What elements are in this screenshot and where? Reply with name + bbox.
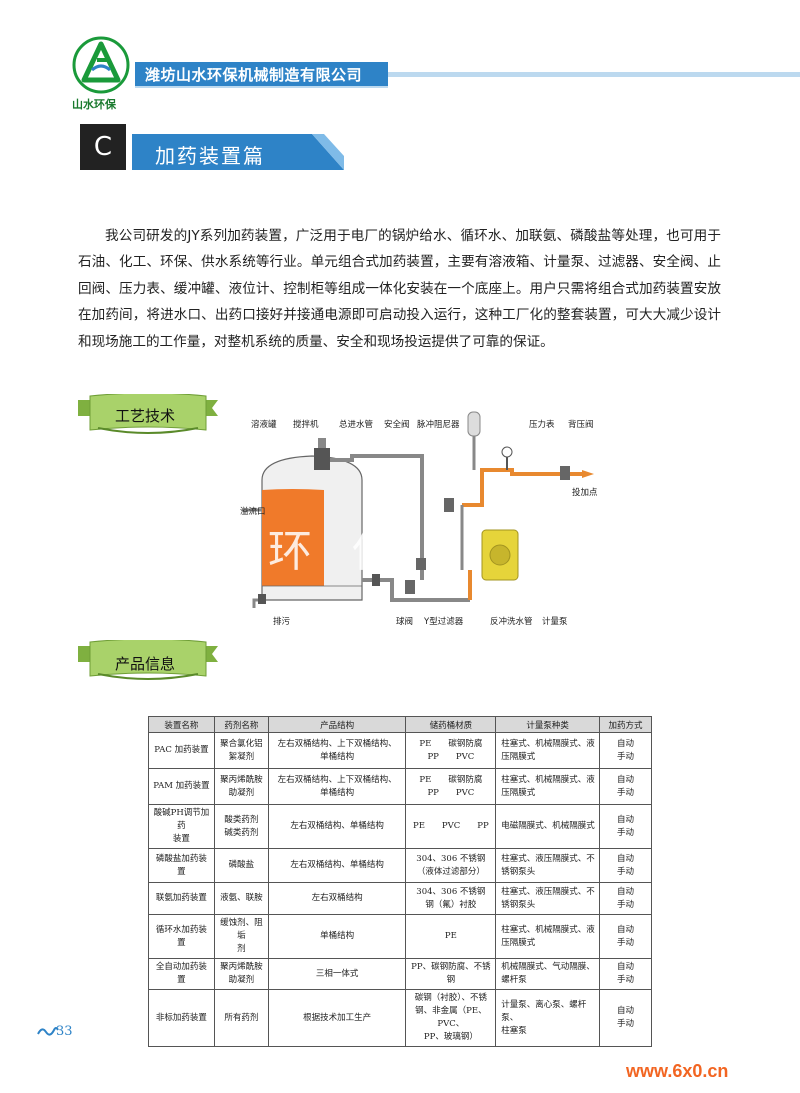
company-name: 潍坊山水环保机械制造有限公司 — [145, 66, 363, 84]
table-cell: 缓蚀剂、阻垢剂 — [213, 914, 269, 959]
product-ribbon-label: 产品信息 — [115, 655, 176, 673]
logo-text: 山水环保 — [72, 98, 116, 111]
table-cell: 液氨、联胺 — [213, 882, 269, 915]
wave-icon — [37, 1027, 59, 1036]
site-watermark: www.6x0.cn — [626, 1061, 729, 1081]
table-header-row: 装置名称 药剂名称 产品结构 储药桶材质 计量泵种类 加药方式 — [148, 716, 652, 733]
header-divider — [388, 72, 800, 77]
table-cell: 自动手动 — [599, 914, 652, 959]
section-letter: C — [80, 124, 126, 170]
label-backwash: 反冲洗水管 — [490, 617, 533, 627]
table-cell: 左右双桶结构、上下双桶结构、单桶结构 — [267, 768, 407, 805]
label-overflow: 溢流口 — [240, 507, 266, 517]
table-cell: 柱塞式、机械隔膜式、液压隔膜式 — [495, 732, 601, 769]
table-cell: 304、306 不锈钢（液体过滤部分） — [405, 848, 497, 883]
label-pressure-gauge: 压力表 — [529, 420, 555, 430]
table-cell: 自动手动 — [599, 732, 652, 769]
table-cell: 根据技术加工生产 — [267, 989, 407, 1047]
header-pump: 计量泵种类 — [495, 716, 601, 733]
header-underline — [135, 86, 388, 88]
section-banner — [132, 134, 344, 170]
table-cell: 酸碱PH调节加药装置 — [148, 804, 215, 849]
table-cell: 电磁隔膜式、机械隔膜式 — [495, 804, 601, 849]
page-number: 33 — [56, 1024, 73, 1039]
table-cell: PAC 加药装置 — [148, 732, 215, 769]
label-inlet: 总进水管 — [339, 420, 374, 430]
table-cell: 聚丙烯酰胺助凝剂 — [213, 958, 269, 990]
label-dosing-point: 投加点 — [572, 488, 598, 498]
table-cell: 柱塞式、液压隔膜式、不锈钢泵头 — [495, 882, 601, 915]
header-agent: 药剂名称 — [213, 716, 269, 733]
label-drain: 排污 — [273, 617, 291, 627]
table-cell: 聚丙烯酰胺助凝剂 — [213, 768, 269, 805]
header-material: 储药桶材质 — [405, 716, 497, 733]
table-cell: 柱塞式、液压隔膜式、不锈钢泵头 — [495, 848, 601, 883]
table-row: 非标加药装置所有药剂根据技术加工生产碳钢（衬胶）、不锈钢、非金属（PE、PVC、… — [148, 989, 652, 1047]
table-cell: 自动手动 — [599, 848, 652, 883]
header-structure: 产品结构 — [267, 716, 407, 733]
diagram-watermark: 环保 — [268, 526, 436, 577]
table-cell: 左右双桶结构、上下双桶结构、单桶结构 — [267, 732, 407, 769]
section-title: 加药装置篇 — [155, 144, 265, 168]
label-pump: 计量泵 — [542, 617, 568, 627]
table-cell: 计量泵、离心泵、螺杆泵、柱塞泵 — [495, 989, 601, 1047]
process-ribbon-label: 工艺技术 — [115, 407, 176, 425]
table-cell: 磷酸盐 — [213, 848, 269, 883]
header-method: 加药方式 — [599, 716, 652, 733]
label-damper: 脉冲阻尼器 — [417, 420, 460, 430]
table-cell: PE — [405, 914, 497, 959]
label-ball-valve: 球阀 — [396, 617, 414, 627]
table-cell: 聚合氯化铝絮凝剂 — [213, 732, 269, 769]
company-logo-icon — [72, 36, 130, 94]
table-cell: 全自动加药装置 — [148, 958, 215, 990]
product-table-wrap: 装置名称 药剂名称 产品结构 储药桶材质 计量泵种类 加药方式 PAC 加药装置… — [148, 716, 652, 1047]
label-back-valve: 背压阀 — [568, 420, 594, 430]
header-device: 装置名称 — [148, 716, 215, 733]
company-name-bar — [135, 62, 388, 86]
table-cell: 304、306 不锈钢钢（氟）衬胶 — [405, 882, 497, 915]
label-safety-valve: 安全阀 — [384, 420, 410, 430]
table-cell: 循环水加药装置 — [148, 914, 215, 959]
table-cell: 自动手动 — [599, 882, 652, 915]
table-cell: 三相一体式 — [267, 958, 407, 990]
table-cell: 自动手动 — [599, 958, 652, 990]
table-cell: PP、碳钢防腐、不锈钢 — [405, 958, 497, 990]
table-cell: 非标加药装置 — [148, 989, 215, 1047]
label-mixer: 搅拌机 — [293, 420, 319, 430]
table-cell: PE PVC PP — [405, 804, 497, 849]
product-table: 装置名称 药剂名称 产品结构 储药桶材质 计量泵种类 加药方式 PAC 加药装置… — [148, 716, 652, 1047]
table-cell: 左右双桶结构、单桶结构 — [267, 848, 407, 883]
table-cell: 柱塞式、机械隔膜式、液压隔膜式 — [495, 914, 601, 959]
table-cell: 柱塞式、机械隔膜式、液压隔膜式 — [495, 768, 601, 805]
table-cell: 酸类药剂碱类药剂 — [213, 804, 269, 849]
table-cell: 左右双桶结构 — [267, 882, 407, 915]
table-cell: 单桶结构 — [267, 914, 407, 959]
table-cell: 自动手动 — [599, 989, 652, 1047]
process-diagram — [242, 411, 594, 608]
label-tank: 溶液罐 — [251, 420, 277, 430]
table-cell: 所有药剂 — [213, 989, 269, 1047]
label-y-filter: Y型过滤器 — [424, 617, 464, 627]
table-cell: 磷酸盐加药装置 — [148, 848, 215, 883]
table-cell: 自动手动 — [599, 804, 652, 849]
table-cell: PAM 加药装置 — [148, 768, 215, 805]
table-cell: 自动手动 — [599, 768, 652, 805]
table-cell: 碳钢（衬胶）、不锈钢、非金属（PE、PVC、PP、玻璃钢） — [405, 989, 497, 1047]
table-cell: 机械隔膜式、气动隔膜、螺杆泵 — [495, 958, 601, 990]
table-cell: 联氨加药装置 — [148, 882, 215, 915]
intro-paragraph: 我公司研发的JY系列加药装置，广泛用于电厂的锅炉给水、循环水、加联氨、磷酸盐等处… — [78, 228, 721, 350]
table-cell: 左右双桶结构、单桶结构 — [267, 804, 407, 849]
process-ribbon — [78, 394, 218, 434]
product-ribbon — [78, 640, 218, 680]
